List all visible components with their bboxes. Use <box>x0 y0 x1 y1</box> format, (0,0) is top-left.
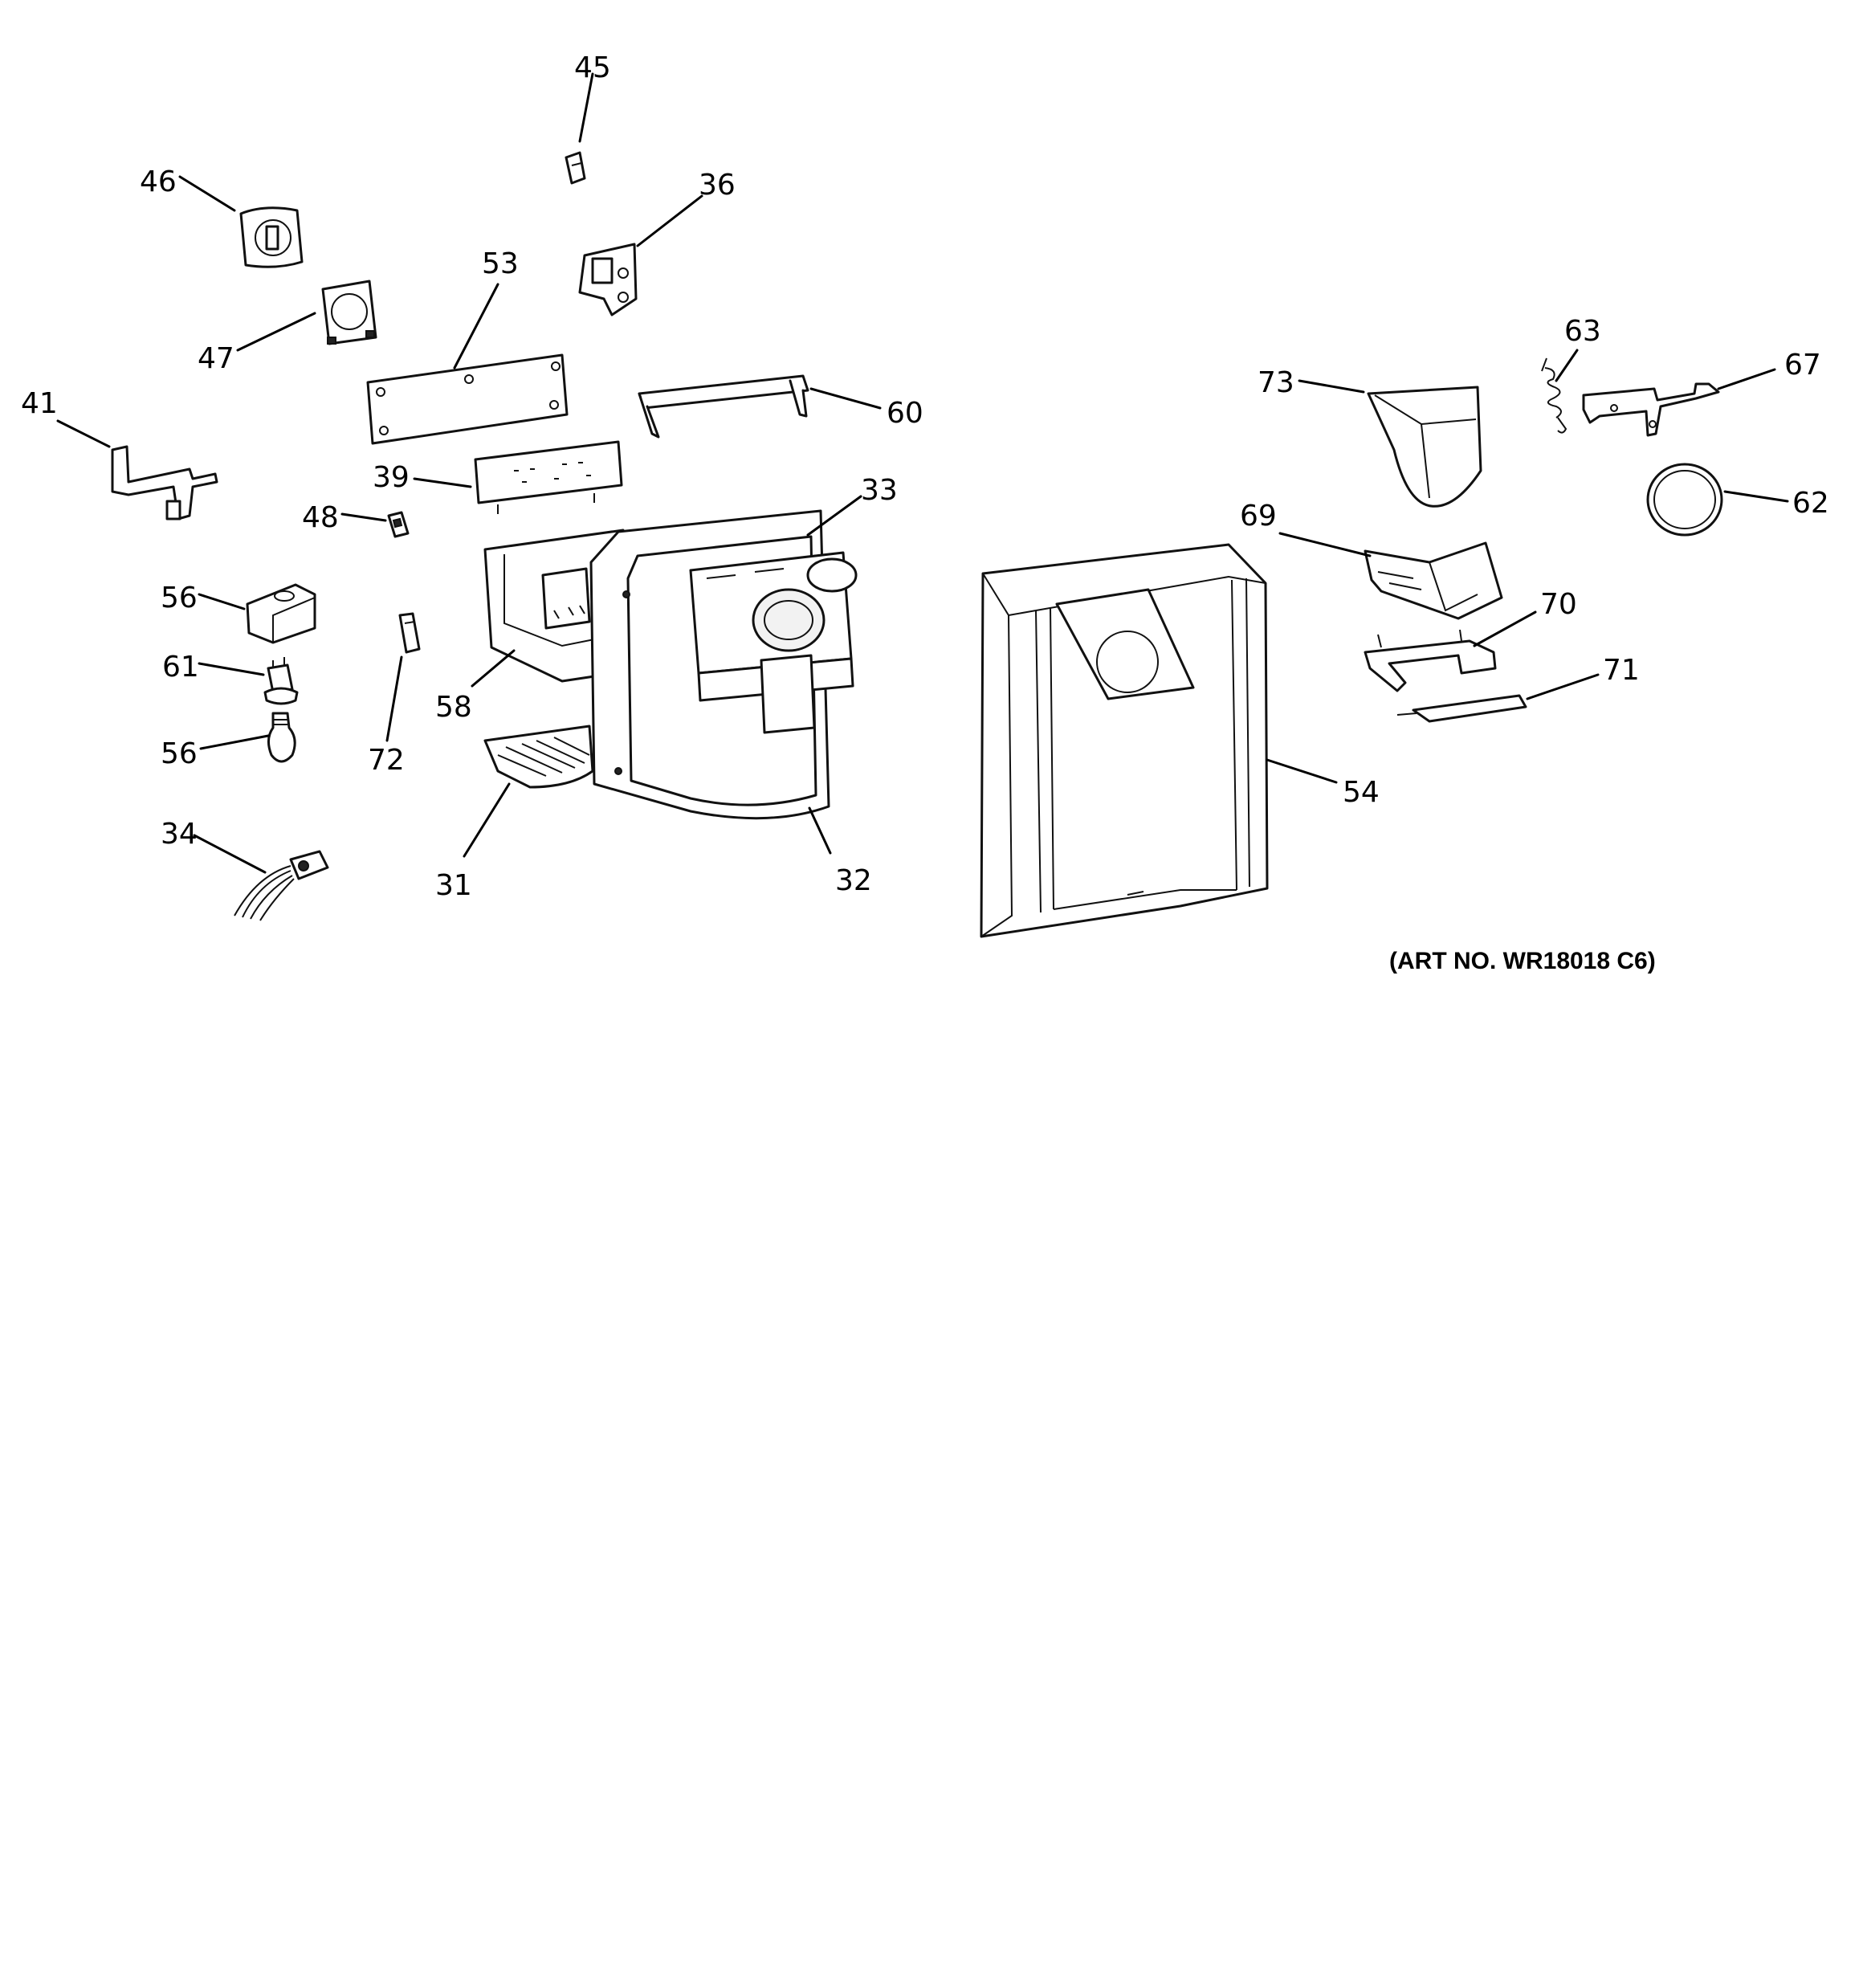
part-61-socket <box>263 657 299 705</box>
part-56-housing <box>246 583 316 644</box>
part-70-frame <box>1364 629 1497 692</box>
callout-61: 61 <box>162 651 199 684</box>
part-39-control-board <box>474 440 623 514</box>
part-46-knob-cover <box>239 206 304 268</box>
callout-34: 34 <box>161 818 198 851</box>
part-60-handle-bar <box>638 374 809 439</box>
callout-70: 70 <box>1540 588 1577 621</box>
callout-46: 46 <box>140 165 177 198</box>
callout-48: 48 <box>302 501 339 534</box>
callout-39: 39 <box>373 461 410 494</box>
callout-labels: 45 46 36 53 47 41 60 39 33 48 56 61 56 7… <box>21 51 1829 902</box>
part-62-ring <box>1646 463 1723 537</box>
part-56-bulb <box>267 712 296 763</box>
callout-54: 54 <box>1343 776 1380 809</box>
callout-31: 31 <box>435 869 472 902</box>
part-53-panel <box>366 353 569 445</box>
callout-56-lower: 56 <box>161 737 198 770</box>
part-63-spring <box>1541 357 1567 434</box>
part-69-funnel <box>1364 541 1503 620</box>
callout-72: 72 <box>368 744 405 777</box>
part-31-drip-tray <box>483 725 594 789</box>
callout-36: 36 <box>699 169 736 202</box>
part-41-bracket <box>111 445 218 520</box>
callout-41: 41 <box>21 387 58 420</box>
callout-71: 71 <box>1603 654 1640 687</box>
part-48-switch <box>387 511 410 538</box>
callout-45: 45 <box>574 51 611 84</box>
callout-58: 58 <box>435 691 472 724</box>
callout-56-upper: 56 <box>161 582 198 614</box>
part-72-clip <box>398 612 421 654</box>
callout-73: 73 <box>1258 366 1294 399</box>
part-73-ice-chute <box>1367 386 1482 508</box>
part-32-dispenser-housing <box>589 509 858 820</box>
callout-60: 60 <box>887 397 923 430</box>
part-34-wire-harness <box>234 850 329 921</box>
callout-33: 33 <box>861 474 898 507</box>
callout-67: 67 <box>1784 349 1821 382</box>
callout-63: 63 <box>1564 315 1601 348</box>
part-67-bracket <box>1582 382 1720 437</box>
leader-lines <box>56 72 1789 874</box>
part-45-clip <box>565 151 586 185</box>
art-number-label: (ART NO. WR18018 C6) <box>1389 948 1656 974</box>
callout-47: 47 <box>198 342 234 375</box>
callout-62: 62 <box>1792 487 1829 520</box>
callout-32: 32 <box>835 864 872 897</box>
part-47-frame <box>321 280 377 345</box>
callout-53: 53 <box>482 247 519 280</box>
part-71-strip <box>1396 694 1527 723</box>
part-36-bracket <box>578 243 638 316</box>
part-54-front-panel <box>980 543 1269 938</box>
callout-69: 69 <box>1240 500 1277 533</box>
